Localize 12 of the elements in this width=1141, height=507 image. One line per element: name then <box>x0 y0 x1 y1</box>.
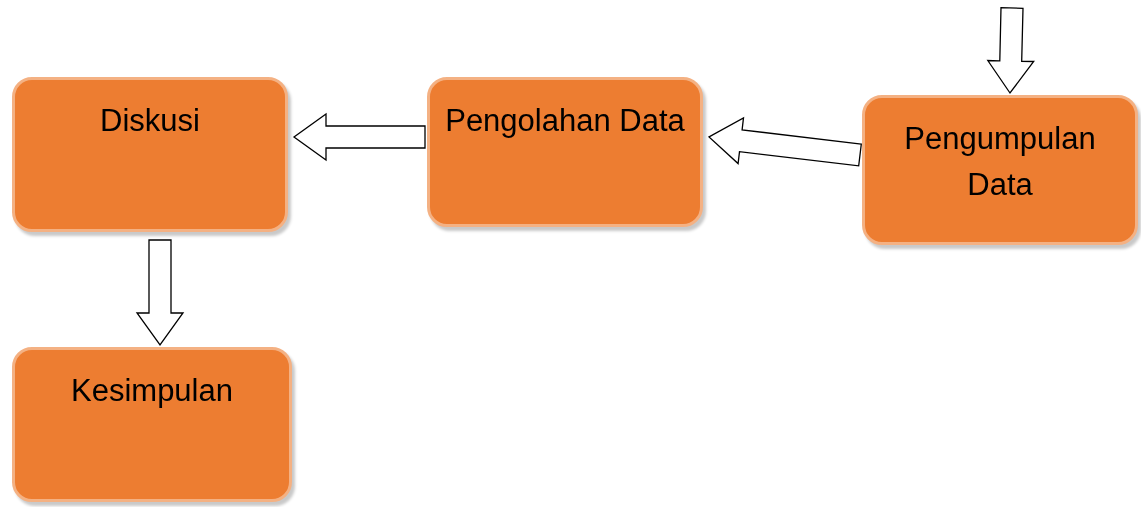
block-arrow <box>135 239 185 347</box>
box-label: Pengolahan Data <box>444 102 686 140</box>
block-arrow <box>707 116 863 167</box>
box-label: Pengumpulan Data <box>903 120 1097 204</box>
box-label: Kesimpulan <box>70 372 234 410</box>
process-box <box>427 77 703 227</box>
process-box <box>862 95 1138 245</box>
box-label: Diskusi <box>99 102 201 140</box>
block-arrow <box>292 112 426 162</box>
block-arrow <box>986 7 1035 95</box>
process-box <box>12 77 288 232</box>
process-box <box>12 347 292 502</box>
